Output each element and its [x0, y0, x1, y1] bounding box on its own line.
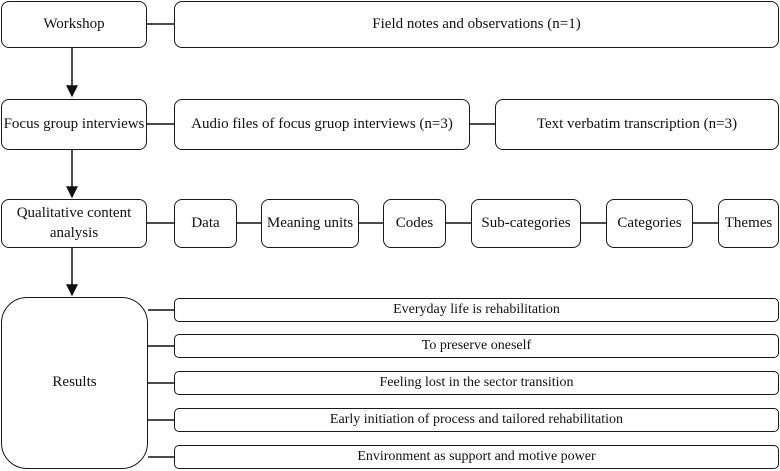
step-sub-categories-box: Sub-categories [471, 199, 581, 248]
results-box: Results [1, 297, 148, 469]
step-data-box: Data [174, 199, 237, 248]
theme-label-1: Everyday life is rehabilitation [393, 301, 560, 317]
step-themes-label: Themes [724, 214, 773, 231]
theme-label-3: Feeling lost in the sector transition [379, 374, 574, 390]
theme-box-5: Environment as support and motive power [174, 445, 779, 469]
results-label: Results [52, 374, 97, 391]
theme-label-5: Environment as support and motive power [357, 448, 596, 464]
workshop-label: Workshop [43, 15, 105, 32]
transcription-label: Text verbatim transcription (n=3) [536, 115, 738, 132]
step-meaning-units-box: Meaning units [261, 199, 359, 248]
step-data-label: Data [191, 214, 220, 231]
content-analysis-label: Qualitative content analysis [16, 205, 132, 241]
step-codes-box: Codes [383, 199, 446, 248]
step-codes-label: Codes [395, 214, 434, 231]
step-meaning-units-label: Meaning units [266, 214, 354, 231]
audio-files-label: Audio files of focus gruop interviews (n… [191, 115, 453, 132]
theme-label-4: Early initiation of process and tailored… [329, 411, 624, 427]
step-themes-box: Themes [718, 199, 779, 248]
theme-box-3: Feeling lost in the sector transition [174, 371, 779, 395]
theme-box-4: Early initiation of process and tailored… [174, 408, 779, 432]
workshop-box: Workshop [1, 1, 147, 48]
step-categories-box: Categories [606, 199, 693, 248]
theme-label-2: To preserve oneself [421, 337, 532, 353]
field-notes-label: Field notes and observations (n=1) [372, 15, 581, 32]
theme-box-2: To preserve oneself [174, 334, 779, 358]
focus-group-box: Focus group interviews [1, 99, 147, 150]
transcription-box: Text verbatim transcription (n=3) [495, 99, 779, 150]
content-analysis-box: Qualitative content analysis [1, 199, 147, 248]
step-sub-categories-label: Sub-categories [481, 214, 571, 231]
focus-group-label: Focus group interviews [3, 115, 145, 132]
field-notes-box: Field notes and observations (n=1) [174, 1, 779, 48]
step-categories-label: Categories [617, 214, 682, 231]
audio-files-box: Audio files of focus gruop interviews (n… [174, 99, 470, 150]
theme-box-1: Everyday life is rehabilitation [174, 298, 779, 322]
